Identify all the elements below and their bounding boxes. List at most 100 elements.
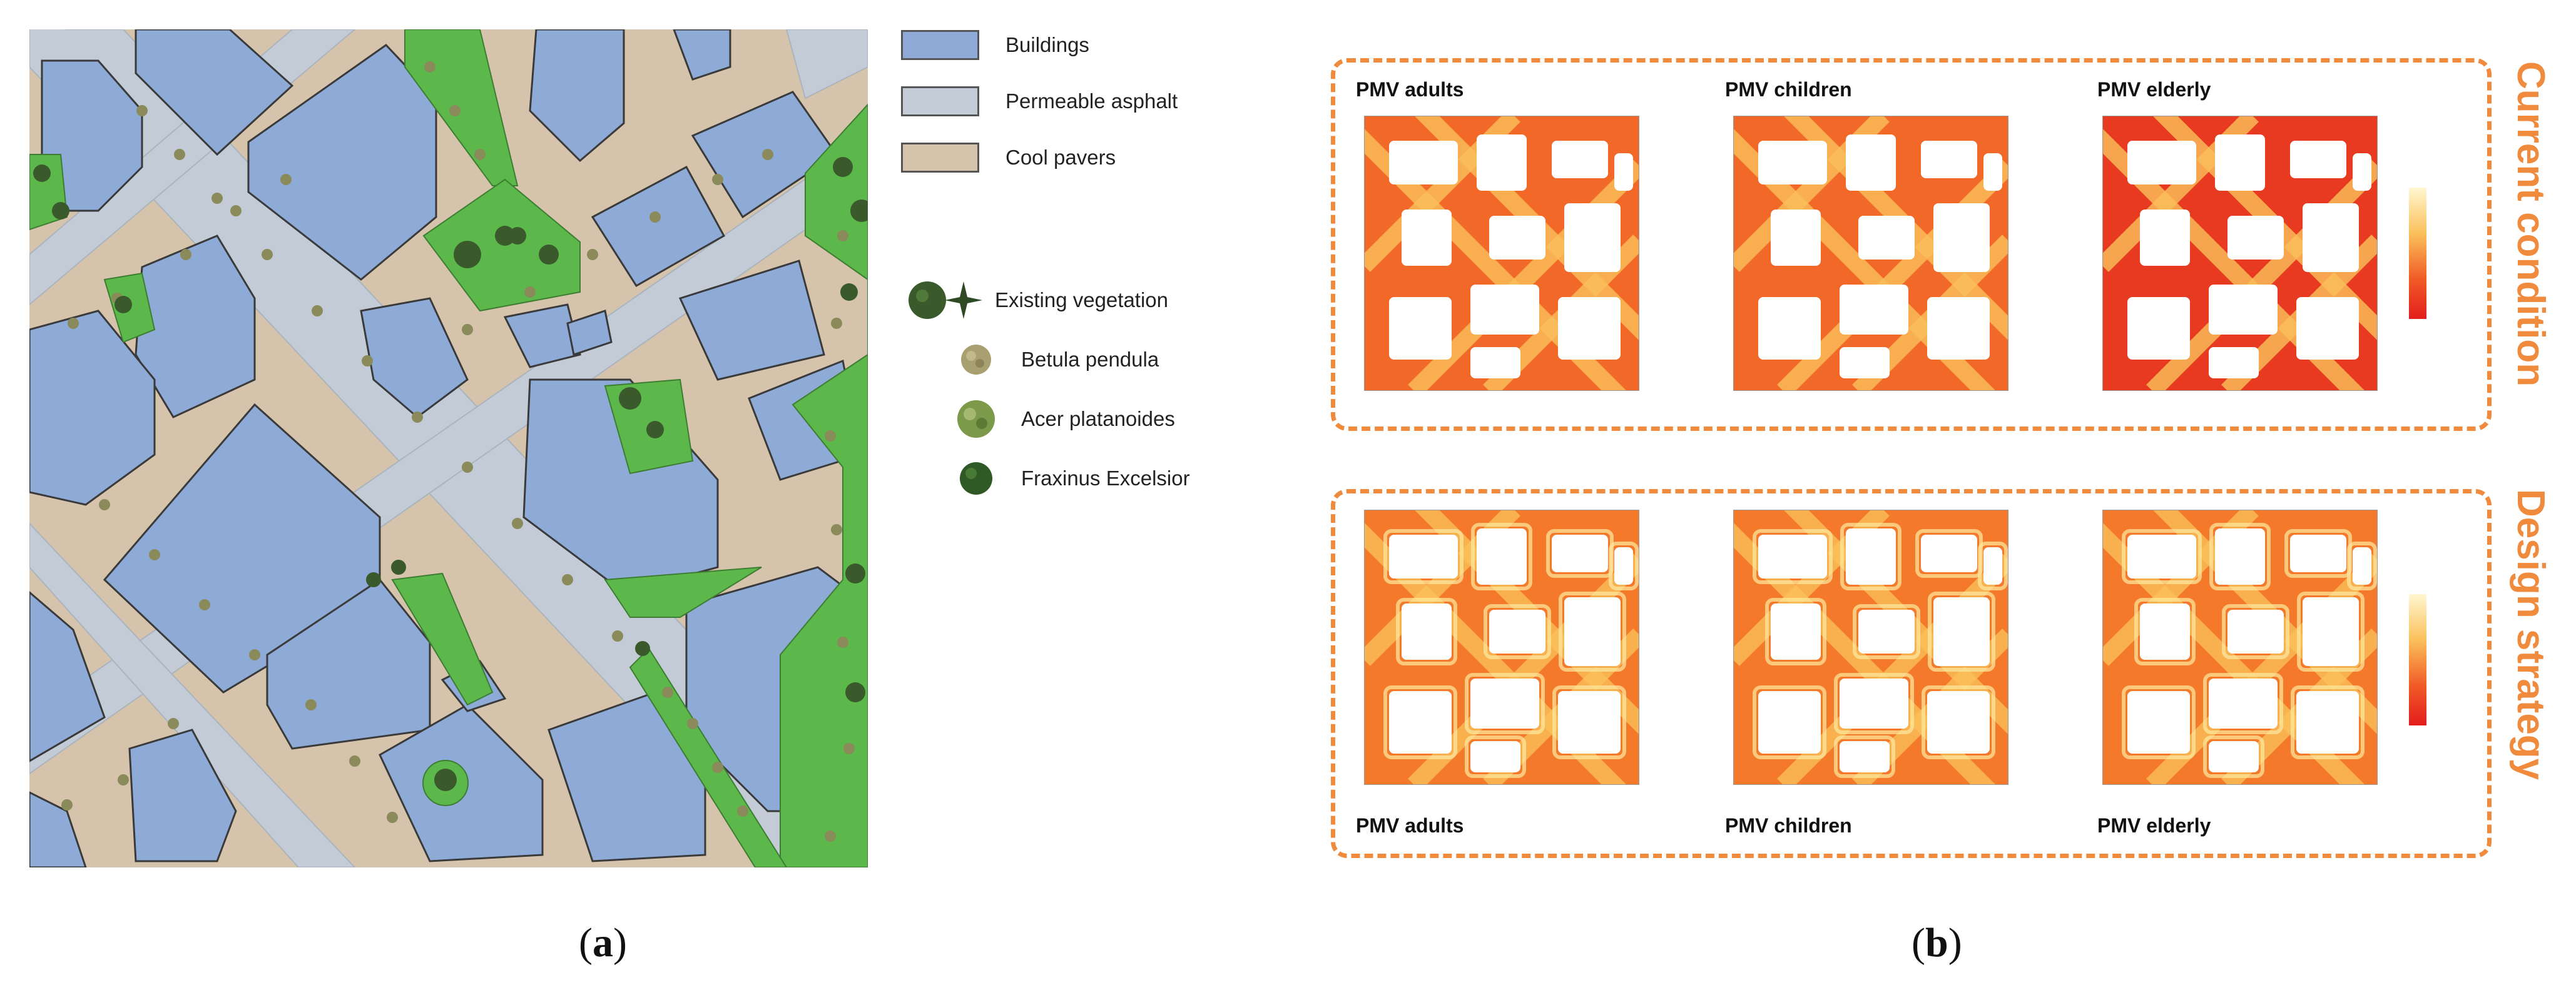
legend-cool-pavers: Cool pavers bbox=[901, 139, 1116, 176]
heatmap-cool-halo bbox=[1383, 685, 1457, 759]
heatmap-building-footprint bbox=[1614, 153, 1633, 191]
heatmap-cool-halo bbox=[1471, 523, 1532, 590]
heatmap-cool-halo bbox=[1484, 604, 1551, 659]
heatmap-building-footprint bbox=[2290, 535, 2346, 572]
building bbox=[128, 729, 237, 862]
heatmap-building-footprint bbox=[1470, 679, 1539, 729]
row-title-design-strategy: Design strategy bbox=[2509, 489, 2552, 780]
building bbox=[566, 310, 613, 356]
panel-label-a: (a) bbox=[579, 920, 627, 966]
pmv-heatmap-current-children bbox=[1733, 116, 2008, 391]
heatmap-building-footprint bbox=[1771, 604, 1821, 660]
heatmap-building-footprint bbox=[2127, 691, 2190, 754]
legend-acer-platanoides: Acer platanoides bbox=[954, 397, 1175, 441]
heatmap-building-footprint bbox=[1933, 597, 1990, 666]
heatmap-building-footprint bbox=[1470, 741, 1520, 772]
heatmap-cool-halo bbox=[2122, 685, 2196, 759]
grass-east-strip bbox=[780, 103, 868, 867]
heatmap-building-footprint bbox=[1840, 679, 1908, 729]
tree-layer bbox=[33, 61, 868, 842]
heatmap-building-footprint bbox=[2353, 153, 2371, 191]
pmv-colorbar-design bbox=[2409, 594, 2426, 725]
heatmap-cool-halo bbox=[1383, 529, 1464, 584]
plot-title: PMV elderly bbox=[2097, 814, 2211, 837]
pmv-heatmap-current-elderly bbox=[2102, 116, 2378, 391]
grass-strip-south bbox=[391, 572, 494, 706]
heatmap-building-footprint bbox=[1983, 547, 2002, 585]
heatmap-cool-halo bbox=[1834, 735, 1895, 778]
heatmap-building-footprint bbox=[2127, 535, 2196, 578]
heatmap-building-footprint bbox=[1758, 535, 1827, 578]
design-strategy-box bbox=[1331, 489, 2492, 858]
plot-title: PMV adults bbox=[1356, 814, 1464, 837]
building bbox=[673, 29, 731, 81]
plot-title: PMV children bbox=[1725, 78, 1852, 101]
legend-buildings: Buildings bbox=[901, 26, 1089, 64]
heatmap-building-footprint bbox=[1840, 741, 1890, 772]
heatmap-building-footprint bbox=[1771, 210, 1821, 266]
heatmap-building-footprint bbox=[2127, 297, 2190, 360]
heatmap-building-footprint bbox=[1840, 347, 1890, 378]
heatmap-building-footprint bbox=[1564, 597, 1621, 666]
heatmap-cool-halo bbox=[1834, 673, 1914, 734]
panel-label-b: (b) bbox=[1912, 920, 1962, 966]
heatmap-building-footprint bbox=[2140, 604, 2190, 660]
building bbox=[29, 791, 87, 867]
heatmap-building-footprint bbox=[1846, 134, 1896, 191]
heatmap-building-footprint bbox=[1470, 347, 1520, 378]
heatmap-building-footprint bbox=[2209, 741, 2259, 772]
heatmap-building-footprint bbox=[1933, 203, 1990, 272]
building bbox=[29, 310, 156, 506]
heatmap-cool-halo bbox=[1853, 604, 1920, 659]
heatmap-cool-halo bbox=[1465, 735, 1526, 778]
plot-title: PMV adults bbox=[1356, 78, 1464, 101]
heatmap-cool-halo bbox=[2222, 604, 2289, 659]
heatmap-cool-halo bbox=[2134, 598, 2196, 665]
pmv-heatmap-design-elderly bbox=[2102, 510, 2378, 785]
heatmap-building-footprint bbox=[2290, 141, 2346, 178]
legend-label: Betula pendula bbox=[1021, 348, 1159, 371]
heatmap-cool-halo bbox=[2209, 523, 2271, 590]
heatmap-building-footprint bbox=[2296, 691, 2359, 754]
betula-pendula-icon bbox=[961, 345, 991, 375]
pmv-heatmap-design-adults bbox=[1364, 510, 1639, 785]
heatmap-building-footprint bbox=[1552, 141, 1608, 178]
pmv-heatmap-design-children bbox=[1733, 510, 2008, 785]
permeable-asphalt-swatch bbox=[901, 86, 979, 116]
heatmap-cool-halo bbox=[1753, 685, 1826, 759]
heatmap-cool-halo bbox=[1396, 598, 1457, 665]
current-condition-box bbox=[1331, 58, 2492, 431]
building bbox=[247, 44, 437, 281]
legend-permeable-asphalt: Permeable asphalt bbox=[901, 83, 1178, 120]
building bbox=[29, 591, 106, 762]
heatmap-building-footprint bbox=[1489, 216, 1545, 260]
heatmap-cool-halo bbox=[1928, 592, 1995, 672]
heatmap-building-footprint bbox=[1921, 141, 1977, 178]
heatmap-building-footprint bbox=[2140, 210, 2190, 266]
pmv-heatmap-current-adults bbox=[1364, 116, 1639, 391]
heatmap-building-footprint bbox=[1983, 153, 2002, 191]
heatmap-building-footprint bbox=[2127, 141, 2196, 184]
heatmap-cool-halo bbox=[1922, 685, 1995, 759]
heatmap-building-footprint bbox=[1402, 604, 1452, 660]
building bbox=[678, 260, 825, 381]
heatmap-cool-halo bbox=[2347, 542, 2377, 590]
site-plan-map bbox=[29, 29, 868, 867]
heatmap-building-footprint bbox=[1389, 297, 1452, 360]
heatmap-building-footprint bbox=[1564, 203, 1621, 272]
heatmap-building-footprint bbox=[1858, 216, 1915, 260]
heatmap-building-footprint bbox=[1927, 297, 1990, 360]
heatmap-building-footprint bbox=[2209, 679, 2278, 729]
heatmap-building-footprint bbox=[1389, 535, 1458, 578]
heatmap-building-footprint bbox=[1558, 691, 1621, 754]
heatmap-building-footprint bbox=[1858, 610, 1915, 654]
heatmap-building-footprint bbox=[2227, 610, 2284, 654]
heatmap-building-footprint bbox=[1477, 134, 1527, 191]
heatmap-building-footprint bbox=[2303, 203, 2359, 272]
heatmap-cool-halo bbox=[1609, 542, 1639, 590]
pmv-colorbar-current bbox=[2409, 188, 2426, 319]
legend-fraxinus-excelsior: Fraxinus Excelsior bbox=[957, 460, 1190, 497]
heatmap-building-footprint bbox=[1477, 528, 1527, 585]
heatmap-building-footprint bbox=[1921, 535, 1977, 572]
heatmap-cool-halo bbox=[1840, 523, 1901, 590]
